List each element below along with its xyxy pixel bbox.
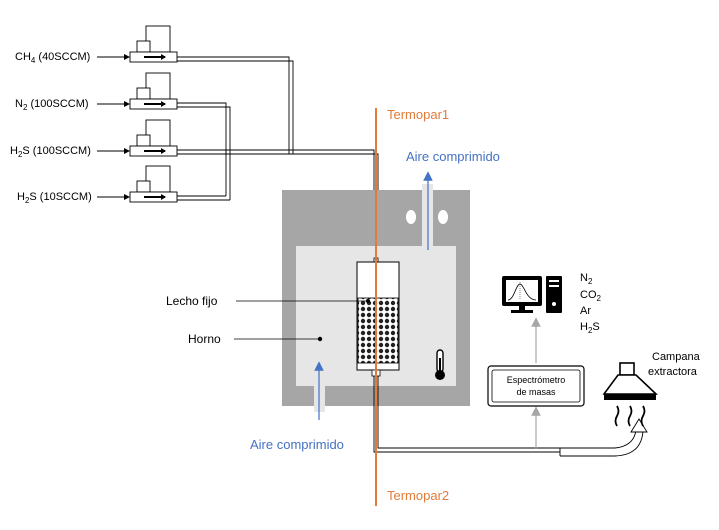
mass-spec-label-line2: de masas [516,387,556,397]
leader-dot-fixed-bed [366,299,370,303]
leader-dot-furnace [317,336,323,342]
gas-label-n2: N2 (100SCCM) [15,98,89,112]
gas-label-ch4: CH4 (40SCCM) [15,51,90,65]
mass-spectrometer [487,365,585,407]
detected-gas-co2: CO2 [580,289,602,303]
detected-gas-n2: N2 [580,272,593,286]
furnace-label: Horno [188,332,221,346]
mass-flow-controller-h2s-100 [97,119,178,157]
mass-flow-controller-ch4 [97,25,178,63]
hood-label-line1: Campana [652,351,701,363]
air-bottom-label: Aire comprimido [250,437,344,452]
gas-label-h2s-10: H2S (10SCCM) [17,191,92,205]
fixed-bed-label: Lecho fijo [166,294,218,308]
outlet-piping [373,376,644,457]
mass-flow-controller-h2s-10 [97,165,178,203]
thermocouple-2-label: Termopar2 [387,488,449,503]
mass-spec-label-line1: Espectrómetro [507,375,566,385]
detected-gas-ar: Ar [580,305,591,317]
air-top-label: Aire comprimido [406,149,500,164]
hood-label-line2: extractora [648,366,698,378]
hood-inlet-arrow [630,418,648,433]
thermometer-icon [435,349,445,380]
gas-piping [177,56,379,258]
detected-gas-h2s: H2S [580,321,600,335]
computer-icon [502,276,562,313]
extraction-hood-icon [602,362,659,427]
reactor-tube [356,257,400,377]
thermocouple-1-label: Termopar1 [387,107,449,122]
fixed-bed [357,297,399,364]
gas-label-h2s-100: H2S (100SCCM) [10,145,91,159]
mass-flow-controller-n2 [97,72,178,110]
